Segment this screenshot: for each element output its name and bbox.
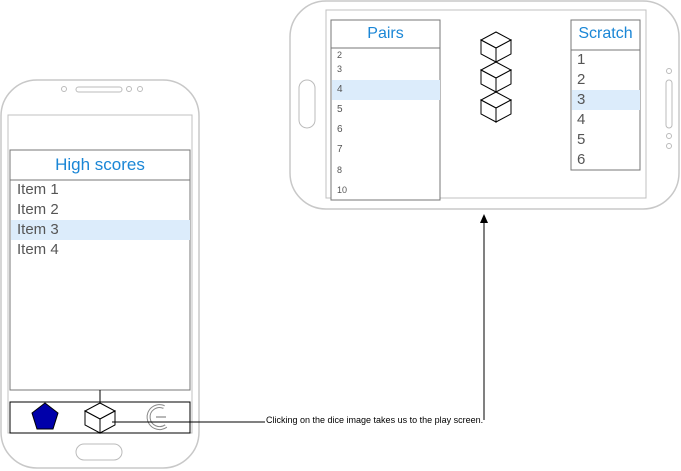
high-scores-list [9, 149, 191, 391]
dice-caption: Clicking on the dice image takes us to t… [266, 415, 484, 425]
list-item[interactable]: 3 [337, 64, 343, 74]
list-item[interactable]: 7 [337, 144, 343, 155]
high-scores-selected-highlight [11, 220, 190, 240]
list-item[interactable]: 8 [337, 165, 343, 175]
dice-icon[interactable] [83, 402, 117, 434]
list-item[interactable]: 4 [577, 111, 586, 128]
list-item[interactable]: 1 [577, 51, 586, 68]
dice-stack[interactable] [479, 31, 513, 123]
dice-icon[interactable] [479, 61, 513, 93]
pairs-title: Pairs [367, 25, 404, 42]
scratch-selected-highlight [572, 90, 640, 110]
pentagon-icon[interactable] [31, 402, 59, 430]
list-item[interactable]: Item 1 [17, 181, 59, 198]
list-item[interactable]: 5 [337, 104, 343, 115]
dice-icon[interactable] [479, 31, 513, 63]
pairs-selected-highlight [332, 80, 440, 100]
dice-icon[interactable] [479, 91, 513, 123]
list-item[interactable]: 6 [337, 124, 343, 135]
list-item[interactable]: 3 [577, 91, 586, 108]
scratch-title: Scratch [578, 25, 633, 42]
high-scores-title: High scores [55, 155, 145, 174]
list-item[interactable]: 6 [577, 151, 586, 168]
list-item[interactable]: Item 4 [17, 241, 59, 258]
list-item[interactable]: 10 [337, 185, 348, 195]
list-item[interactable]: 2 [337, 50, 343, 60]
navigation-arrow [480, 214, 488, 420]
pairs-list [330, 19, 441, 201]
list-item[interactable]: 4 [337, 84, 343, 95]
list-item[interactable]: Item 2 [17, 201, 59, 218]
list-item[interactable]: Item 3 [17, 221, 59, 238]
restart-icon[interactable] [146, 404, 168, 430]
list-item[interactable]: 2 [577, 71, 586, 88]
list-item[interactable]: 5 [577, 131, 586, 148]
